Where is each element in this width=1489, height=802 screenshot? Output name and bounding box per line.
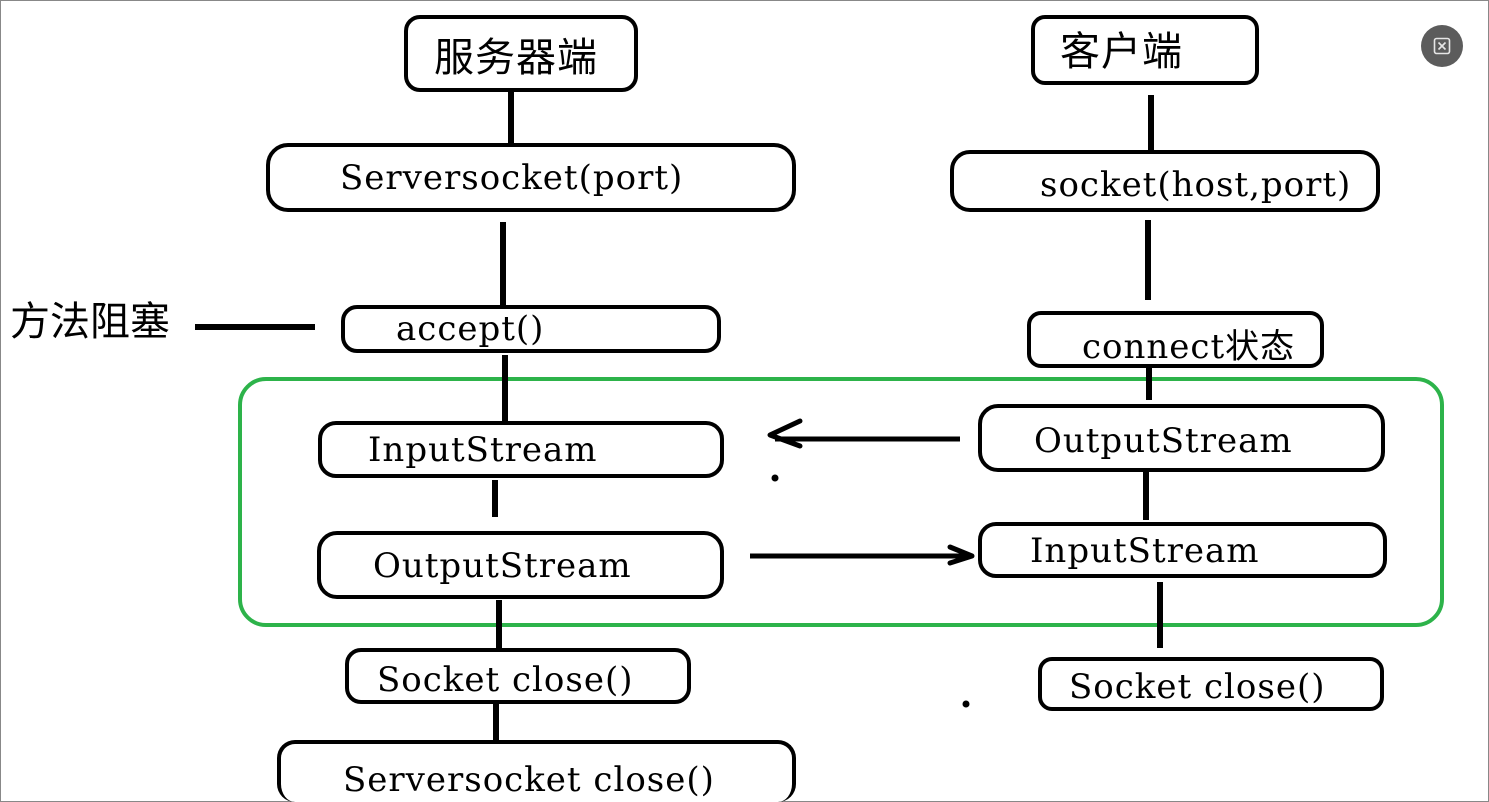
client-socket-box xyxy=(950,150,1380,212)
server-accept-label: accept() xyxy=(396,309,545,349)
server-serversocket-close-label: Serversocket close() xyxy=(343,760,715,800)
close-icon xyxy=(1433,37,1451,55)
server-socket-close-box xyxy=(345,648,691,704)
client-outputstream-box xyxy=(978,404,1385,472)
arrow-server-to-client xyxy=(750,544,975,566)
server-inputstream-box xyxy=(318,421,724,478)
stream-highlight-region xyxy=(238,377,1444,627)
client-outputstream-label: OutputStream xyxy=(1034,421,1293,461)
arrow-client-to-server xyxy=(767,418,960,449)
server-accept-box xyxy=(341,305,721,353)
client-header-box xyxy=(1031,15,1259,85)
stray-dot xyxy=(771,474,779,482)
client-inputstream-box xyxy=(978,522,1387,578)
server-outputstream-label: OutputStream xyxy=(373,546,632,586)
client-connect-box xyxy=(1027,311,1324,368)
server-serversocket-close-box xyxy=(277,740,796,802)
server-serversocket-box xyxy=(266,143,796,212)
client-socket-close-label: Socket close() xyxy=(1069,667,1326,707)
client-socket-label: socket(host,port) xyxy=(1040,165,1352,205)
server-serversocket-label: Serversocket(port) xyxy=(340,158,684,198)
client-header: 客户端 xyxy=(1060,29,1183,75)
server-header: 服务器端 xyxy=(434,35,598,81)
server-header-box xyxy=(404,15,638,92)
client-socket-close-box xyxy=(1038,657,1384,711)
server-inputstream-label: InputStream xyxy=(368,430,598,470)
blocking-annotation: 方法阻塞 xyxy=(10,299,170,345)
client-inputstream-label: InputStream xyxy=(1030,531,1260,571)
stray-dot xyxy=(962,700,970,708)
close-button[interactable] xyxy=(1421,25,1463,67)
server-outputstream-box xyxy=(317,531,724,599)
server-socket-close-label: Socket close() xyxy=(377,660,634,700)
client-connect-label: connect状态 xyxy=(1082,327,1296,367)
